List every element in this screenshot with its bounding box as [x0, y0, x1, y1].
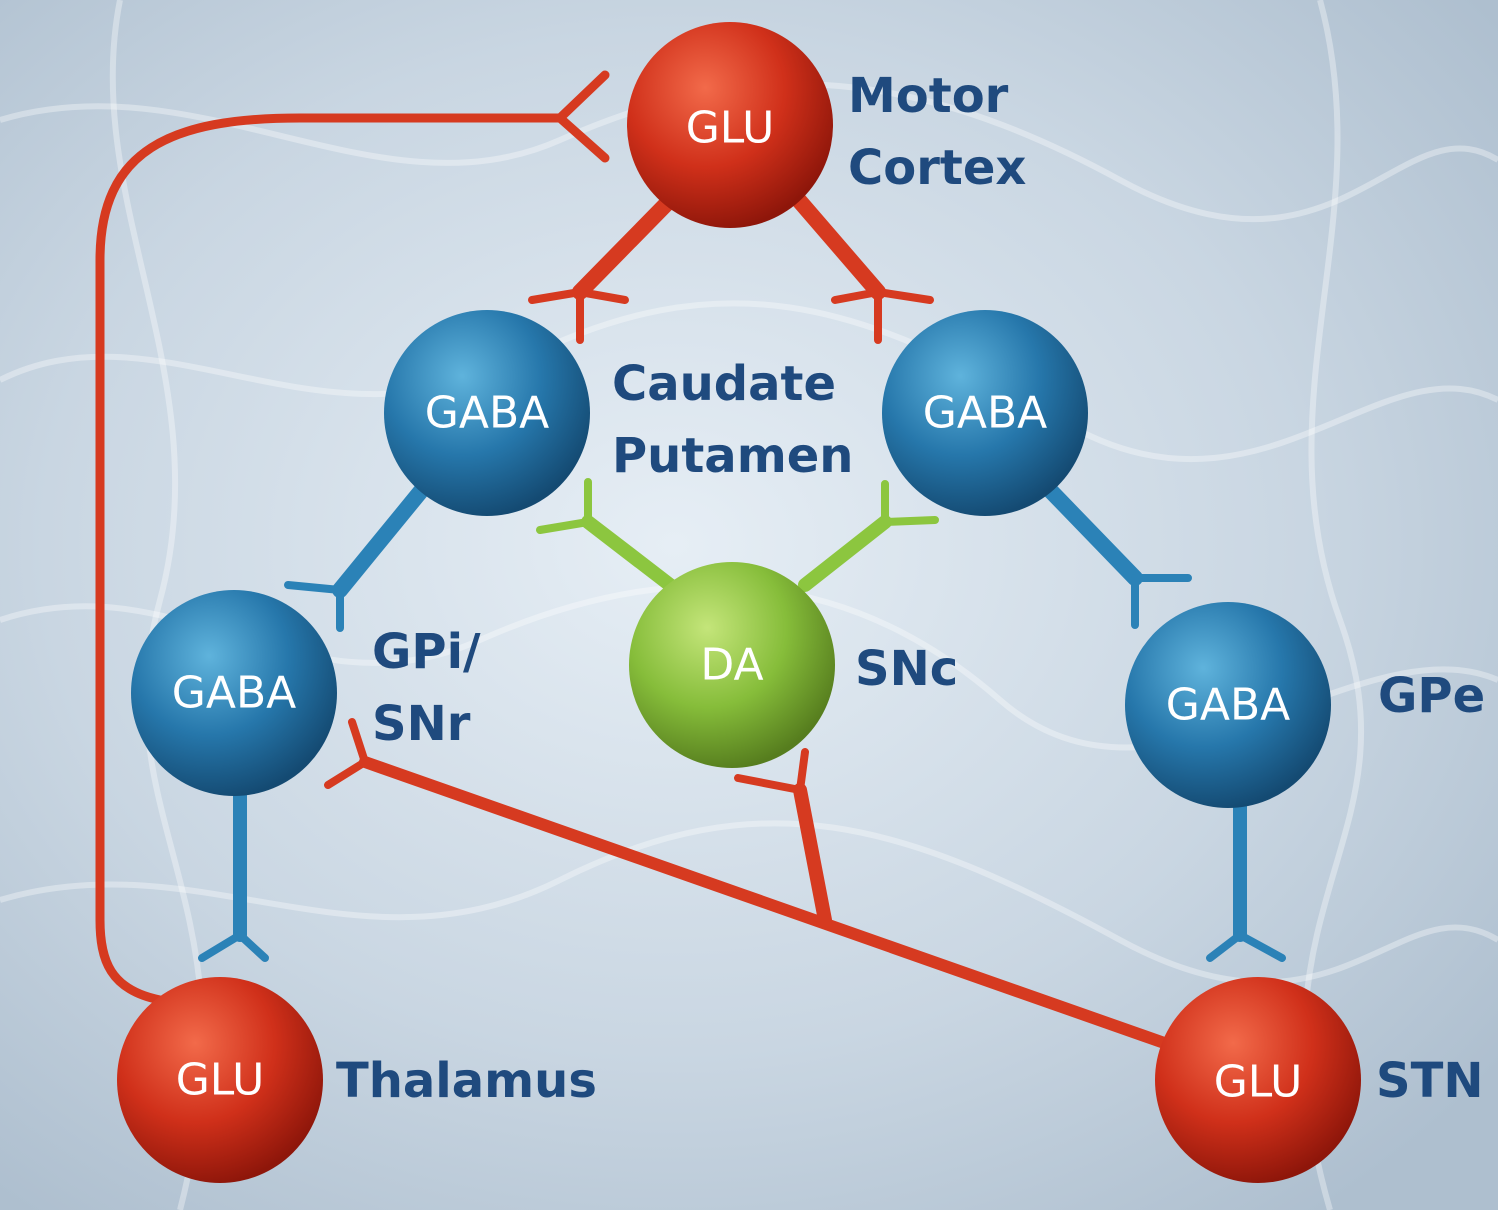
stn-to-snc-branch [793, 783, 832, 927]
neuron-label: GLU [686, 103, 775, 154]
snc-to-right-striatum [798, 515, 892, 592]
right-da-terminal [881, 480, 939, 526]
region-label-cortex: Cortex [848, 140, 1026, 196]
region-label-putamen: Putamen [612, 428, 853, 484]
left-striatum-terminal [528, 288, 629, 344]
region-label-snr: SNr [372, 696, 471, 752]
region-label-snc: SNc [855, 641, 958, 697]
neuron-label: GABA [923, 388, 1047, 439]
cortex-to-right-striatum [782, 182, 886, 300]
right-striatum-terminal [831, 288, 934, 344]
region-label-motor: Motor [848, 68, 1009, 124]
neuron-snc: DA [629, 562, 835, 768]
neuron-gpe: GABA [1125, 602, 1331, 808]
striatum-to-gpe-axon [1037, 477, 1143, 586]
thalamus-to-cortex-axon [95, 113, 565, 1005]
snc-terminal-fork [734, 748, 809, 794]
region-label-thalamus: Thalamus [336, 1053, 597, 1109]
cortex-to-left-striatum [572, 182, 688, 300]
neuron-label: GLU [1214, 1057, 1303, 1108]
region-label-gpi: GPi/ [372, 624, 481, 680]
glutamate-projections [95, 70, 1176, 1051]
neuron-gpi: GABA [131, 590, 337, 796]
gpi-terminal-fork [324, 718, 369, 789]
neuron-label: GABA [1166, 680, 1290, 731]
neuron-stn: GLU [1155, 977, 1361, 1183]
left-da-terminal [536, 478, 592, 534]
neuron-striatum-left: GABA [384, 310, 590, 516]
stn-gaba-terminal [1206, 931, 1286, 962]
gaba-projections [198, 472, 1286, 962]
region-label-gpe: GPe [1378, 668, 1485, 724]
cortex-terminal-fork [555, 70, 610, 163]
region-label-stn: STN [1376, 1053, 1483, 1109]
region-label-caudate: Caudate [612, 356, 836, 412]
snc-to-left-striatum [581, 515, 677, 592]
neuron-label: DA [700, 640, 763, 691]
neuron-thalamus: GLU [117, 977, 323, 1183]
neuron-label: GABA [172, 668, 296, 719]
dopamine-projections [536, 478, 939, 592]
neuron-motor-cortex: GLU [627, 22, 833, 228]
gpe-gaba-terminal [1131, 574, 1192, 629]
stn-to-gpi-axon [359, 756, 1176, 1051]
neuron-striatum-right: GABA [882, 310, 1088, 516]
neuron-label: GLU [176, 1055, 265, 1106]
striatum-to-gpi-axon [332, 472, 438, 598]
gpi-gaba-terminal [284, 581, 344, 632]
thalamus-gaba-terminal [198, 931, 269, 962]
neuron-label: GABA [425, 388, 549, 439]
